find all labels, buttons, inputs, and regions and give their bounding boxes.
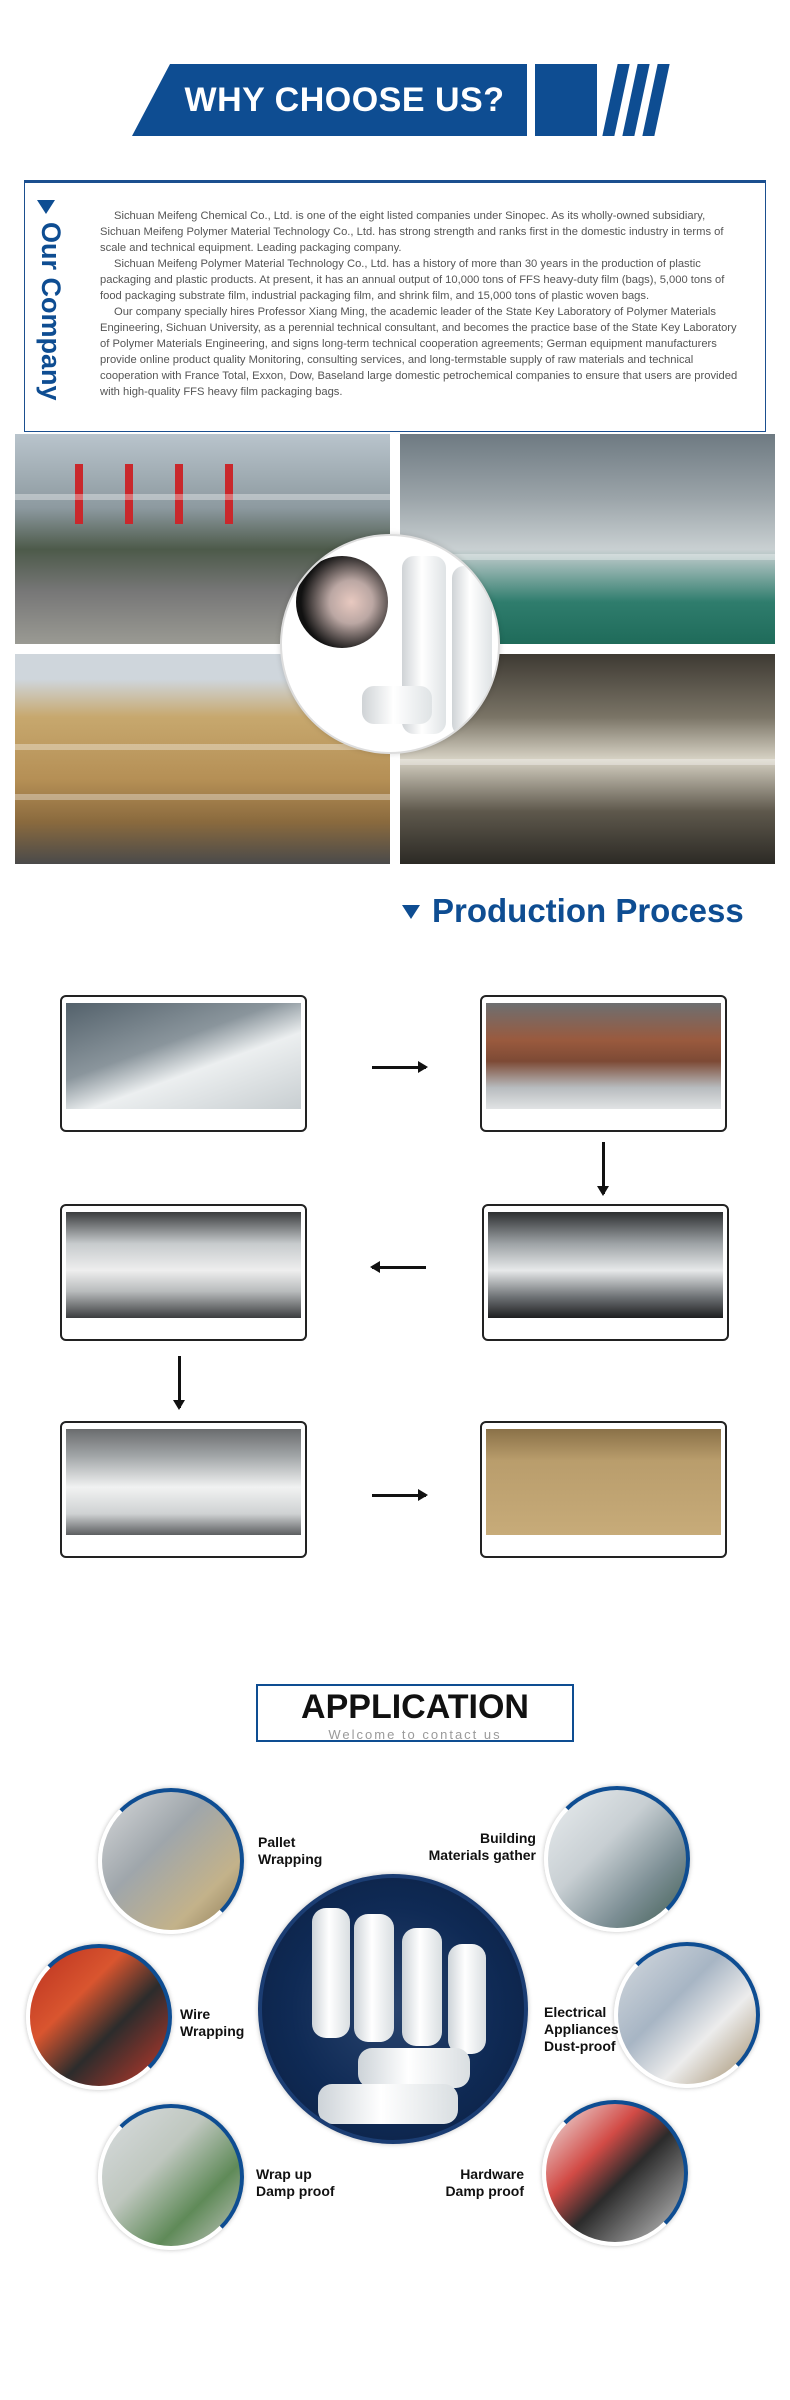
application-label-line: Hardware (460, 2166, 524, 2182)
application-label-line: Wrap up (256, 2166, 312, 2182)
arrow-down-icon (173, 1356, 185, 1410)
application-label-line: Wrapping (180, 2023, 245, 2039)
banner-decor-block (535, 64, 597, 136)
application-subtitle: Welcome to contact us (328, 1727, 502, 1742)
shelf-line (400, 554, 775, 560)
arrow-right-icon (372, 1061, 428, 1073)
process-step-1 (60, 995, 307, 1132)
triangle-down-icon (37, 200, 55, 214)
company-heading: Our Company (30, 200, 66, 420)
arrow-down-icon (597, 1142, 609, 1196)
film-roll-image (448, 1944, 486, 2054)
application-label-line: Wire (180, 2006, 211, 2022)
company-paragraph: Sichuan Meifeng Polymer Material Technol… (100, 258, 725, 302)
stretch-film-rolls-image (258, 1874, 528, 2144)
company-description: Sichuan Meifeng Chemical Co., Ltd. is on… (100, 208, 740, 400)
process-step-5 (60, 1421, 307, 1558)
application-label: Wire Wrapping (180, 2006, 244, 2040)
company-photo-grid (15, 434, 775, 864)
application-label-line: Pallet (258, 1834, 296, 1850)
application-label-line: Electrical (544, 2004, 607, 2020)
application-label: Hardware Damp proof (398, 2166, 524, 2200)
application-label-line: Damp proof (256, 2183, 335, 2199)
why-choose-us-banner: WHY CHOOSE US? (132, 64, 670, 136)
company-section (24, 180, 766, 432)
application-label-line: Materials gather (428, 1847, 536, 1863)
electrical-appliances-image (614, 1942, 760, 2088)
building-materials-image (544, 1786, 690, 1932)
film-roll-image (452, 566, 492, 736)
pallet-wrapping-image (98, 1788, 244, 1934)
arrow-left-icon (370, 1261, 426, 1273)
company-paragraph: Our company specially hires Professor Xi… (100, 306, 738, 398)
triangle-down-icon (402, 905, 420, 919)
application-title: APPLICATION (301, 1688, 529, 1726)
application-label-line: Dust-proof (544, 2038, 616, 2054)
film-roll-image (358, 2048, 470, 2088)
film-close-up-image (296, 556, 388, 648)
film-roll-image (312, 1908, 350, 2038)
gate-beam (15, 494, 390, 500)
process-step-6 (480, 1421, 727, 1558)
company-title: Our Company (36, 222, 66, 401)
why-choose-us-title-block: WHY CHOOSE US? (132, 64, 527, 136)
process-step-4 (60, 1204, 307, 1341)
application-label-line: Wrapping (258, 1851, 323, 1867)
film-roll-image (318, 2084, 458, 2124)
application-label: Building Materials gather (410, 1830, 536, 1864)
process-step-2 (480, 995, 727, 1132)
wrap-up-image (98, 2104, 244, 2250)
floor-line (15, 794, 390, 800)
application-label-line: Damp proof (445, 2183, 524, 2199)
flag-icon (225, 464, 233, 524)
flag-icon (175, 464, 183, 524)
application-heading: APPLICATION Welcome to contact us (256, 1684, 574, 1742)
stretch-film-product-image (280, 534, 500, 754)
why-choose-us-title: WHY CHOOSE US? (184, 80, 505, 119)
application-label: Electrical Appliances Dust-proof (544, 2004, 619, 2055)
company-paragraph: Sichuan Meifeng Chemical Co., Ltd. is on… (100, 210, 724, 254)
application-label-line: Building (480, 1830, 536, 1846)
extruder-image (486, 1003, 721, 1109)
winding-image (66, 1429, 301, 1535)
film-roll-image (354, 1914, 394, 2042)
casting-roller-image (488, 1212, 723, 1318)
raw-material-image (66, 1003, 301, 1109)
application-label: Wrap up Damp proof (256, 2166, 335, 2200)
belt-line (400, 759, 775, 765)
packaged-rolls-image (486, 1429, 721, 1535)
flag-icon (125, 464, 133, 524)
factory-gate-photo (15, 434, 390, 644)
film-roll-image (362, 686, 432, 724)
process-step-3 (482, 1204, 729, 1341)
film-roll-image (402, 1928, 442, 2046)
production-process-title: Production Process (432, 892, 744, 929)
hardware-tools-image (542, 2100, 688, 2246)
application-label: Pallet Wrapping (258, 1834, 322, 1868)
wire-wrapping-image (26, 1944, 172, 2090)
floor-line (15, 744, 390, 750)
flag-icon (75, 464, 83, 524)
application-label-line: Appliances (544, 2021, 619, 2037)
film-forming-image (66, 1212, 301, 1318)
arrow-right-icon (372, 1489, 428, 1501)
